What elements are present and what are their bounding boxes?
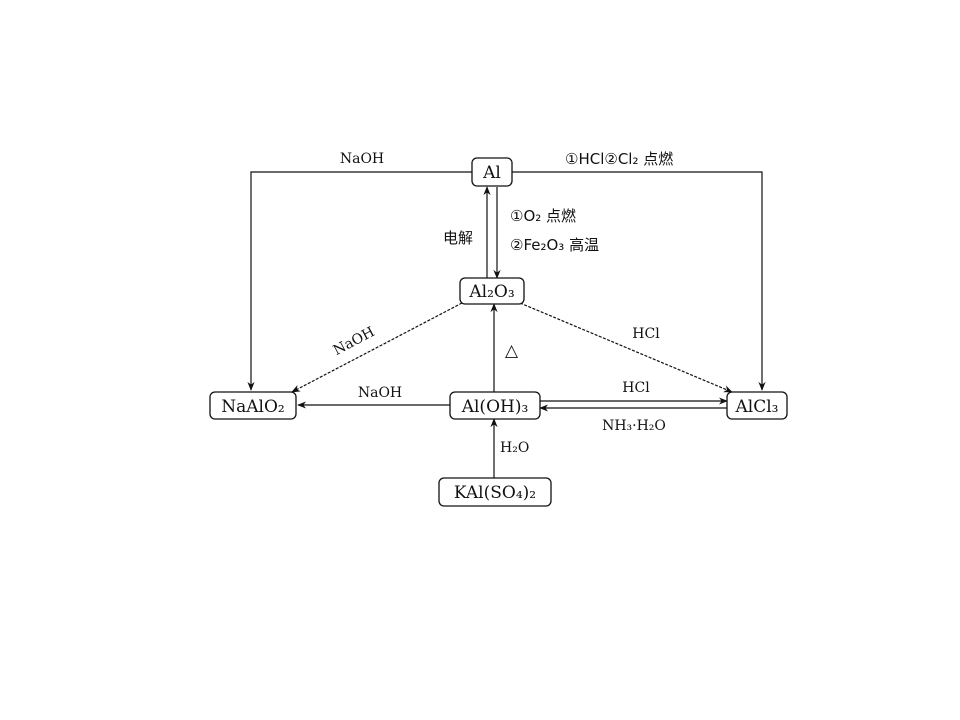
node-kalso4-label: KAl(SO₄)₂ <box>454 483 536 503</box>
node-al2o3-label: Al₂O₃ <box>468 282 514 302</box>
label-alcl3-aloh3: NH₃·H₂O <box>602 418 666 434</box>
label-aloh3-naalo2: NaOH <box>358 385 402 401</box>
edge-al2o3-naalo2 <box>291 302 463 393</box>
node-al-label: Al <box>482 163 501 183</box>
edge-al-naalo2 <box>247 171 472 391</box>
label-al-al2o3-2: ②Fe₂O₃ 高温 <box>510 236 599 254</box>
label-al-alcl3: ①HCl②Cl₂ 点燃 <box>565 150 673 168</box>
node-al: Al <box>471 157 513 187</box>
label-aloh3-al2o3: △ <box>505 341 519 361</box>
label-kalso4-aloh3: H₂O <box>500 440 529 456</box>
node-naalo2-label: NaAlO₂ <box>221 397 284 417</box>
label-al2o3-alcl3: HCl <box>632 326 660 342</box>
node-naalo2: NaAlO₂ <box>209 391 297 420</box>
node-kalso4: KAl(SO₄)₂ <box>438 477 552 507</box>
label-al-naalo2: NaOH <box>340 151 384 167</box>
edge-al2o3-alcl3 <box>519 302 733 393</box>
edge-al-alcl3 <box>512 171 766 391</box>
label-al-al2o3-1: ①O₂ 点燃 <box>510 207 576 225</box>
node-aloh3: Al(OH)₃ <box>449 391 541 420</box>
node-alcl3: AlCl₃ <box>726 391 788 420</box>
node-al2o3: Al₂O₃ <box>459 277 525 305</box>
label-al2o3-naalo2: NaOH <box>331 324 378 359</box>
node-aloh3-label: Al(OH)₃ <box>461 397 529 417</box>
label-al2o3-al: 电解 <box>443 229 473 247</box>
label-aloh3-alcl3: HCl <box>622 380 650 396</box>
node-alcl3-label: AlCl₃ <box>735 397 779 417</box>
